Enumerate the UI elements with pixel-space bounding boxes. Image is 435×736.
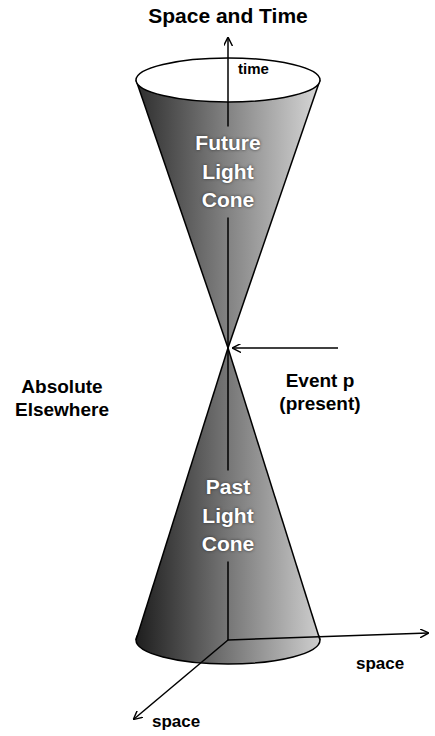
time-axis bbox=[227, 218, 229, 471]
future-cone-edge bbox=[136, 80, 228, 348]
time-axis bbox=[227, 562, 229, 640]
region-label: Absolute Elsewhere bbox=[4, 376, 120, 422]
cone-label: Past Light Cone bbox=[180, 473, 276, 558]
future-cone-edge bbox=[228, 80, 320, 348]
event-pointer bbox=[233, 347, 338, 349]
time-axis bbox=[227, 38, 229, 126]
axis-label: space bbox=[356, 654, 426, 674]
axis-label: space bbox=[152, 712, 222, 732]
light-cone-region: Future Light Cone bbox=[180, 129, 276, 214]
axis-label: time bbox=[238, 60, 298, 78]
space-axis bbox=[134, 640, 228, 719]
event-label: Event p (present) bbox=[262, 370, 378, 416]
light-cone-region: Past Light Cone bbox=[180, 473, 276, 558]
diagram-title: Space and Time bbox=[0, 3, 435, 28]
space-axis bbox=[228, 633, 428, 640]
cone-label: Future Light Cone bbox=[180, 129, 276, 214]
